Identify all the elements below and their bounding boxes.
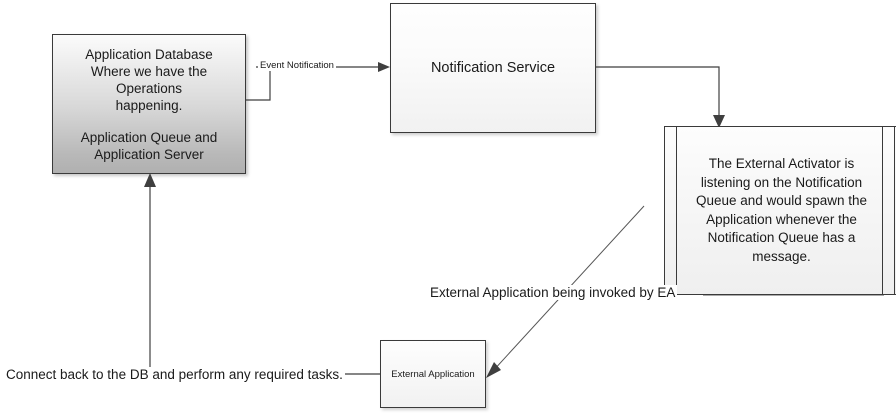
node-external-application[interactable]: External Application bbox=[380, 340, 486, 408]
external-activator-line-3: Queue and would spawn the bbox=[695, 193, 868, 208]
arrowhead-into-app-database bbox=[144, 173, 156, 187]
application-database-spacer bbox=[59, 114, 239, 129]
label-connect-back-to-db: Connect back to the DB and perform any r… bbox=[4, 367, 345, 382]
external-activator-line-2: listening on the Notification bbox=[700, 174, 863, 190]
application-database-line-3: happening. bbox=[115, 97, 183, 113]
notification-service-label: Notification Service bbox=[430, 60, 556, 76]
external-application-label: External Application bbox=[391, 368, 475, 380]
application-database-line-4: Application Queue and bbox=[80, 129, 218, 145]
queue-inner-right-line bbox=[894, 126, 895, 295]
label-external-application-invoked-by-ea: External Application being invoked by EA bbox=[428, 285, 678, 300]
arrowhead-into-notification-service bbox=[378, 62, 390, 72]
queue-outer-right-line bbox=[882, 126, 883, 295]
connector-db-to-notification-service bbox=[246, 66, 271, 101]
external-activator-line-6: message. bbox=[752, 248, 811, 264]
queue-inner-left-line bbox=[676, 126, 677, 295]
connector-notification-service-to-external-activator bbox=[596, 66, 720, 120]
node-notification-service[interactable]: Notification Service bbox=[390, 3, 596, 133]
external-activator-line-4: Application whenever the bbox=[706, 211, 857, 227]
external-activator-text: The External Activator is listening on t… bbox=[696, 155, 867, 266]
external-activator-line-5: Notification Queue has a bbox=[707, 230, 856, 245]
application-database-line-5: Application Server bbox=[94, 146, 204, 162]
application-database-text: Application Database Where we have the O… bbox=[59, 46, 239, 163]
application-database-line-1: Application Database bbox=[85, 46, 213, 62]
node-external-activator[interactable]: The External Activator is listening on t… bbox=[664, 126, 896, 295]
label-event-notification: Event Notification bbox=[258, 60, 336, 71]
application-database-line-2: Where we have the Operations bbox=[90, 63, 208, 96]
external-activator-line-1: The External Activator is bbox=[708, 156, 855, 171]
arrowhead-into-external-application bbox=[486, 362, 501, 378]
node-application-database[interactable]: Application Database Where we have the O… bbox=[52, 34, 246, 174]
